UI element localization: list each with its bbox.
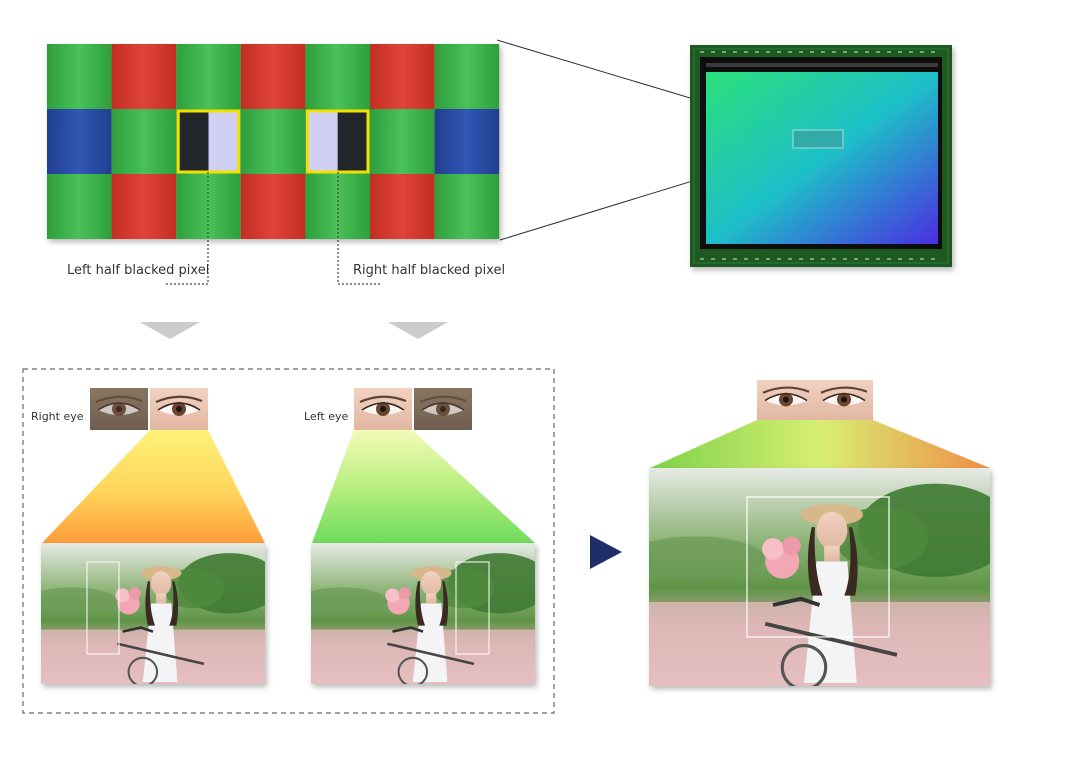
red-pixel (240, 44, 306, 109)
sensor-pin (920, 51, 924, 53)
right-eye-image-light (150, 388, 208, 430)
green-pixel (47, 44, 112, 109)
sensor-pin (733, 51, 737, 53)
green-pixel (240, 109, 306, 174)
green-pixel (176, 44, 241, 109)
sensor-pin (755, 258, 759, 260)
focus-box (86, 561, 120, 655)
sensor-pin (920, 258, 924, 260)
sensor-pin (700, 51, 704, 53)
callout-right-connector (337, 172, 380, 285)
phase-detection-panel (22, 368, 555, 714)
left-half-blacked-pixel (176, 109, 241, 174)
sensor-pin (887, 51, 891, 53)
right-eye-image-dark (90, 388, 148, 430)
callout-left-connector (165, 172, 209, 285)
red-pixel (370, 44, 435, 109)
focus-box (746, 496, 890, 638)
sensor-pin (832, 258, 836, 260)
sensor-pin (843, 51, 847, 53)
left-eye-label: Left eye (304, 410, 348, 423)
combined-light-cone (650, 420, 990, 468)
sensor-pin (865, 51, 869, 53)
sensor-pin (843, 258, 847, 260)
green-pixel (370, 109, 435, 174)
left-half-blacked-label: Left half blacked pixel (67, 263, 209, 278)
zoom-region (792, 129, 844, 149)
sensor-pin (722, 51, 726, 53)
sensor-pin (909, 258, 913, 260)
sensor-pin (810, 51, 814, 53)
sensor-pin (909, 51, 913, 53)
sensor-pin (898, 258, 902, 260)
image-sensor (690, 45, 952, 267)
sensor-pin (898, 51, 902, 53)
sensor-pin (821, 258, 825, 260)
pixel-array (47, 44, 500, 239)
sensor-pin (755, 51, 759, 53)
focus-box (455, 561, 490, 655)
red-pixel (370, 174, 435, 239)
sensor-pin (821, 51, 825, 53)
red-pixel (111, 174, 177, 239)
right-eye-label: Right eye (31, 410, 84, 423)
sensor-pin (744, 51, 748, 53)
sensor-pin (744, 258, 748, 260)
sensor-pin (766, 258, 770, 260)
sensor-pin (711, 258, 715, 260)
sensor-pin (931, 51, 935, 53)
sensor-pin (722, 258, 726, 260)
sensor-pin (810, 258, 814, 260)
sensor-pin (832, 51, 836, 53)
down-arrow-icon (388, 322, 448, 339)
sensor-pin (865, 258, 869, 260)
green-pixel (111, 109, 177, 174)
blue-pixel (47, 109, 112, 174)
sensor-pin (887, 258, 891, 260)
sensor-pin (799, 258, 803, 260)
left-eye-image-light (354, 388, 412, 430)
sensor-pin (854, 258, 858, 260)
sensor-pin (700, 258, 704, 260)
sensor-pin (777, 258, 781, 260)
sensor-pin (733, 258, 737, 260)
sensor-pin (931, 258, 935, 260)
sensor-pin (876, 51, 880, 53)
sensor-pin (876, 258, 880, 260)
sensor-pins (700, 51, 935, 260)
left-eye-image-dark (414, 388, 472, 430)
green-pixel (305, 44, 370, 109)
sensor-pin (788, 258, 792, 260)
left-eye-photo (311, 543, 535, 684)
sensor-pin (788, 51, 792, 53)
red-pixel (111, 44, 177, 109)
blue-pixel (434, 109, 500, 174)
red-pixel (240, 174, 306, 239)
right-half-blacked-label: Right half blacked pixel (353, 263, 505, 278)
down-arrow-icon (140, 322, 200, 339)
sensor-pin (854, 51, 858, 53)
sensor-pin (777, 51, 781, 53)
sensor-pin (766, 51, 770, 53)
focused-photo (649, 468, 990, 686)
sensor-pin (711, 51, 715, 53)
right-eye-photo (41, 543, 265, 684)
play-arrow-icon (590, 535, 622, 569)
left-eye-light-cone (312, 430, 535, 543)
green-pixel (434, 44, 500, 109)
green-pixel (47, 174, 112, 239)
green-pixel (434, 174, 500, 239)
combined-eye-image (757, 380, 873, 420)
sensor-pin (799, 51, 803, 53)
right-half-blacked-pixel (305, 109, 370, 174)
right-eye-light-cone (42, 430, 265, 543)
